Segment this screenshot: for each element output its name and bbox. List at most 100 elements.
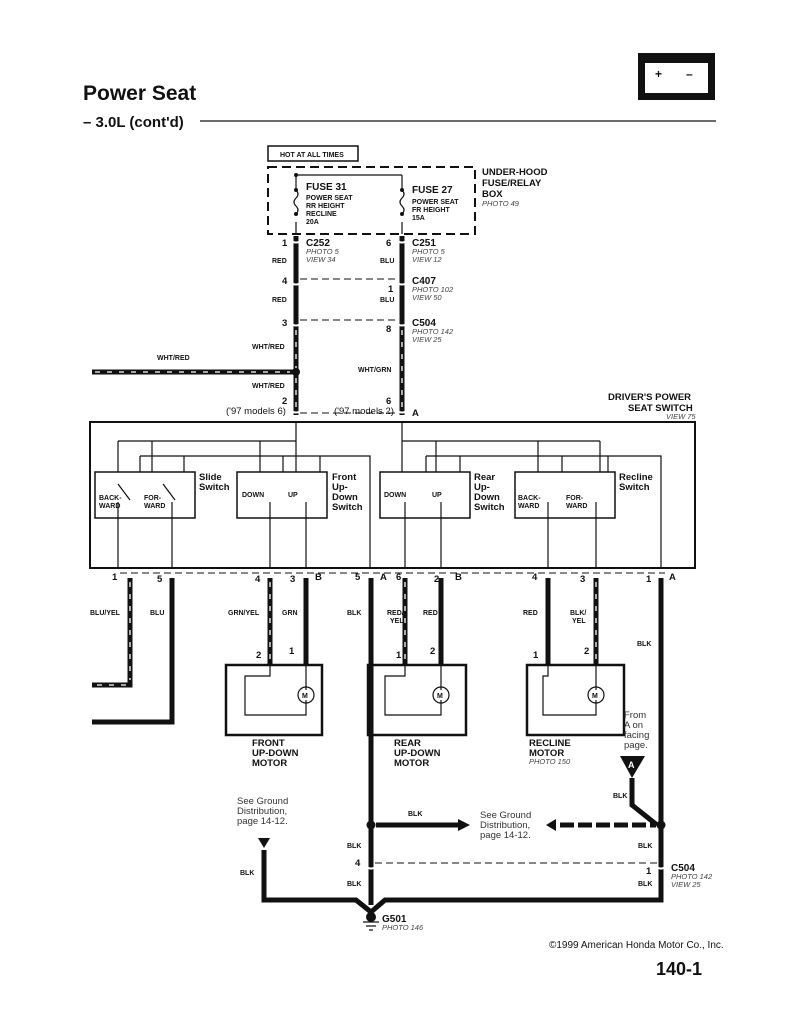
pin-label: 1	[388, 284, 394, 295]
from-a-note: page.	[624, 740, 648, 751]
pin-label: 1	[282, 238, 288, 249]
pin-label: 1	[533, 650, 539, 661]
supply-wires	[92, 236, 409, 415]
pin-label: B	[315, 572, 322, 583]
front-up-down-switch[interactable]: DOWN UP	[236, 471, 328, 519]
rear-switch-label: Down	[474, 492, 500, 503]
fuse-box-outline	[267, 166, 476, 235]
pin-label: 6	[386, 238, 391, 249]
front-motor-label: MOTOR	[252, 758, 287, 769]
see-ground-note[interactable]: Distribution,	[237, 806, 287, 817]
switch-label: DOWN	[384, 492, 406, 499]
motor-symbol: M	[437, 693, 443, 700]
wire-color: BLK/	[570, 610, 586, 617]
connector-c252: C252	[306, 238, 330, 249]
switch-label: BACK-	[518, 495, 541, 502]
connector-view: VIEW 12	[412, 255, 442, 264]
front-switch-label: Switch	[332, 502, 363, 513]
fuse27-desc: FR HEIGHT	[412, 207, 450, 214]
fuse27-name: FUSE 27	[412, 185, 453, 196]
recline-motor-label: RECLINE	[529, 738, 571, 749]
rear-up-down-motor: M 1 2	[366, 646, 468, 737]
wire-color: BLK	[408, 811, 422, 818]
pin-label: B	[455, 572, 462, 583]
slide-switch-label: Slide	[199, 472, 222, 483]
connector-c251: C251	[412, 238, 436, 249]
front-up-down-motor: M 2 1	[224, 646, 324, 737]
front-motor-label: UP-DOWN	[252, 748, 299, 759]
fuse31-desc: POWER SEAT	[306, 195, 353, 202]
switch-label: BACK-	[99, 495, 122, 502]
switch-internal-wiring	[117, 422, 662, 568]
pin-label: 6	[396, 572, 401, 583]
slide-switch[interactable]: BACK- WARD FOR- WARD	[94, 471, 196, 519]
battery-icon: + –	[638, 53, 715, 100]
switch-assembly-label: DRIVER'S POWER	[608, 392, 691, 403]
motor-symbol: M	[302, 693, 308, 700]
wire-color: RED	[272, 258, 287, 265]
off-page-connector-icon[interactable]	[620, 756, 645, 778]
recline-switch[interactable]: BACK- WARD FOR- WARD	[514, 471, 616, 519]
see-ground-note[interactable]: Distribution,	[480, 820, 530, 831]
switch-label: UP	[432, 492, 442, 499]
front-switch-label: Down	[332, 492, 358, 503]
from-a-note: From	[624, 710, 646, 721]
from-a-note: facing	[624, 730, 649, 741]
wire-color: WHT/RED	[252, 383, 285, 390]
connector-c504: C504	[412, 318, 436, 329]
pin-label: 1	[396, 650, 402, 661]
pin-label: 1	[112, 572, 118, 583]
rear-motor-label: REAR	[394, 738, 421, 749]
wire-color: BLK	[240, 870, 254, 877]
front-motor-label: FRONT	[252, 738, 285, 749]
battery-plus: +	[655, 67, 662, 81]
ground-photo: PHOTO 146	[382, 923, 424, 932]
rear-switch-label: Rear	[474, 472, 495, 483]
pin-label: 4	[532, 572, 538, 583]
drivers-power-seat-switch[interactable]	[89, 421, 696, 569]
pin-label: 1	[646, 574, 652, 585]
pin-label: 8	[386, 324, 391, 335]
switch-label: UP	[288, 492, 298, 499]
pin-label: 2	[256, 650, 261, 661]
output-wires	[92, 578, 668, 914]
fuse31-desc: RR HEIGHT	[306, 203, 345, 210]
ground-icon	[363, 912, 379, 931]
wire-color: WHT/RED	[252, 344, 285, 351]
see-ground-note[interactable]: See Ground	[237, 796, 288, 807]
switch-label: WARD	[144, 503, 165, 510]
model-note: ('97 models 2)	[334, 406, 394, 417]
wire-color: GRN/YEL	[228, 610, 260, 617]
rear-switch-label: Up-	[474, 482, 490, 493]
see-ground-note[interactable]: page 14-12.	[480, 830, 531, 841]
connector-view: VIEW 25	[671, 880, 701, 889]
wire-color: BLU/YEL	[90, 610, 121, 617]
recline-motor-label: MOTOR	[529, 748, 564, 759]
switch-label: WARD	[518, 503, 539, 510]
pin-label: 3	[290, 574, 295, 585]
slide-switch-label: Switch	[199, 482, 230, 493]
wire-color: BLK	[613, 793, 627, 800]
fuse-box-label: FUSE/RELAY	[482, 178, 542, 189]
wire-color: YEL	[572, 618, 586, 625]
see-ground-note[interactable]: page 14-12.	[237, 816, 288, 827]
off-page-letter: A	[628, 760, 635, 770]
motor-symbol: M	[592, 693, 598, 700]
wire-color: BLK	[637, 641, 651, 648]
switch-label: WARD	[99, 503, 120, 510]
pin-label: 6	[386, 396, 391, 407]
wire-color: RED	[272, 297, 287, 304]
battery-minus: –	[686, 67, 693, 81]
pin-label: A	[380, 572, 387, 583]
recline-motor-photo: PHOTO 150	[529, 757, 571, 766]
see-ground-note[interactable]: See Ground	[480, 810, 531, 821]
pin-label: A	[669, 572, 676, 583]
front-switch-label: Up-	[332, 482, 348, 493]
rear-up-down-switch[interactable]: DOWN UP	[379, 471, 471, 519]
fuse31-name: FUSE 31	[306, 182, 347, 193]
front-switch-label: Front	[332, 472, 357, 483]
fuse-symbol-icon	[293, 189, 405, 215]
pin-label: 1	[289, 646, 295, 657]
wire-color: RED/	[387, 610, 404, 617]
